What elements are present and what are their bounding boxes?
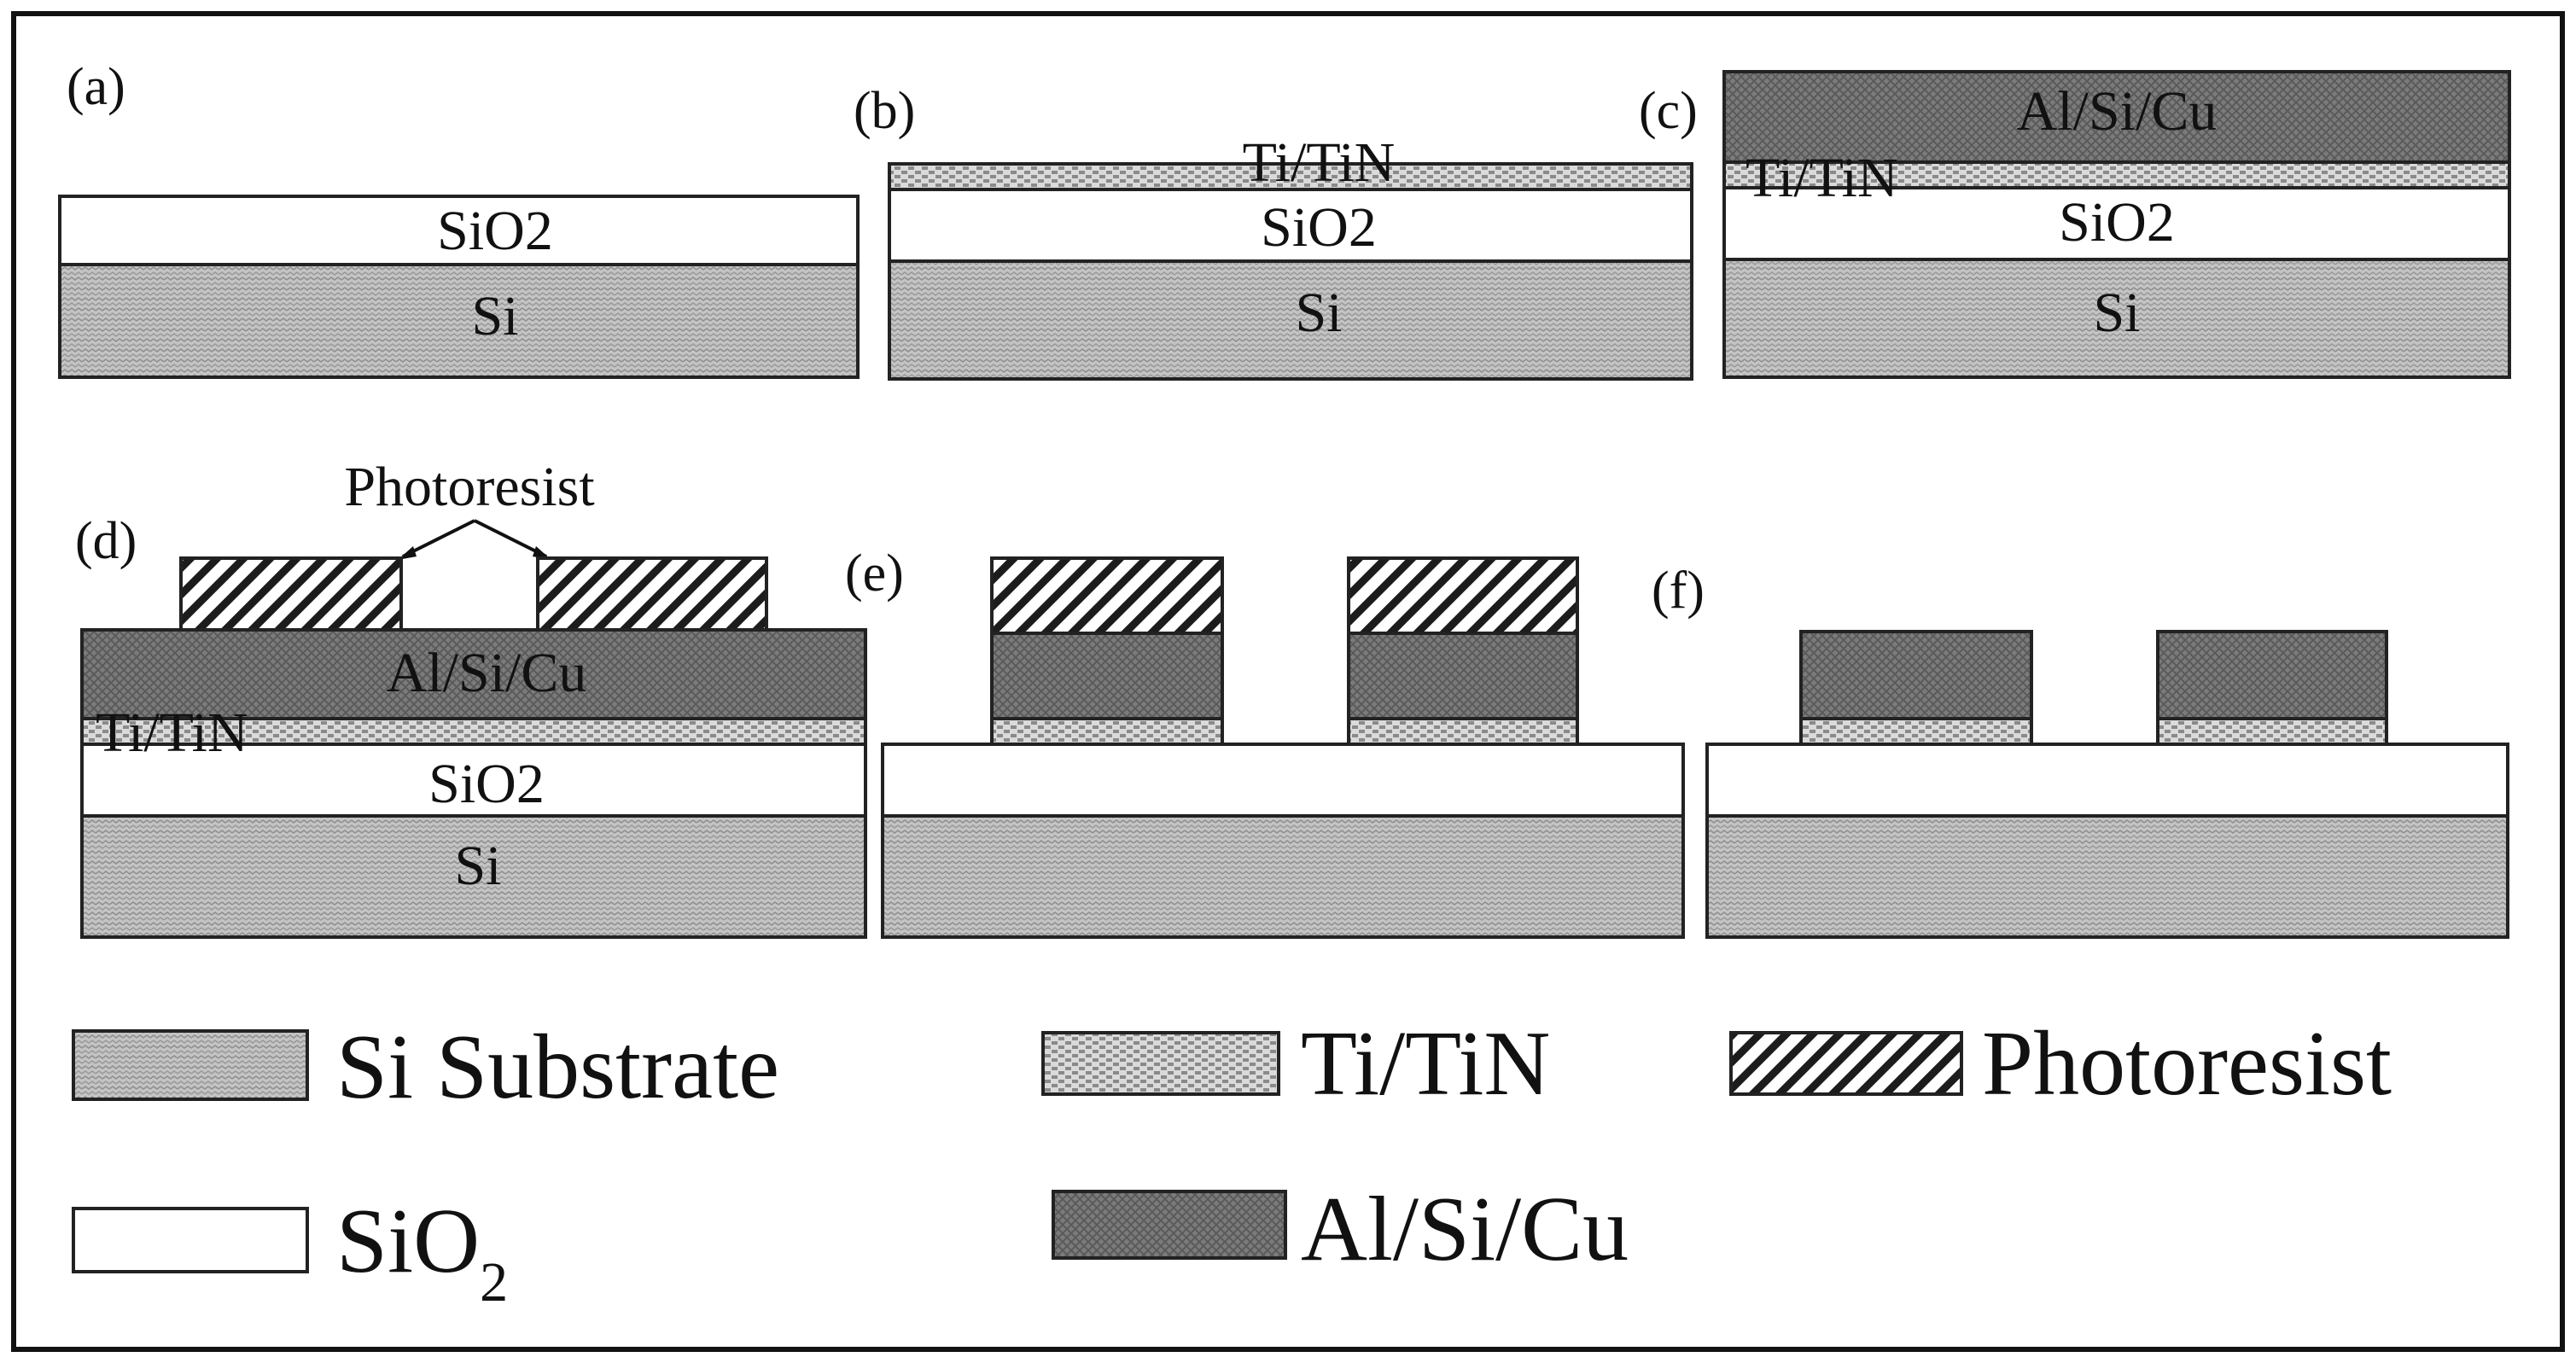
panel-d-titin-label: Ti/TiN <box>96 702 248 764</box>
panel-e-photoresist-left <box>990 556 1224 635</box>
panel-a-sio2-label: SiO2 <box>437 200 553 262</box>
panel-c: (c) Al/Si/Cu Ti/TiN SiO2 Si <box>1639 70 2511 379</box>
legend-item-titin: Ti/TiN <box>1041 1013 1550 1115</box>
panel-a-sio2-layer <box>58 195 860 266</box>
panel-a: (a) SiO2 Si <box>58 58 860 379</box>
photoresist-arrow-left <box>402 519 475 558</box>
panel-d: (d) Photoresist Al/Si/Cu Ti/TiN SiO2 Si <box>75 456 867 939</box>
panel-b-sio2-label: SiO2 <box>1261 196 1377 259</box>
legend-label-sio2-main: SiO <box>336 1191 480 1292</box>
legend-label-titin: Ti/TiN <box>1301 1013 1550 1115</box>
panel-b: (b) Ti/TiN SiO2 Si <box>854 82 1693 381</box>
panel-d-sio2-layer <box>80 743 867 818</box>
legend-swatch-photoresist <box>1729 1031 1963 1096</box>
legend: Si Substrate Ti/TiN Photoresist SiO2 Al/… <box>72 1013 2392 1313</box>
legend-item-si-substrate: Si Substrate <box>72 1016 779 1118</box>
panel-f-sio2-layer <box>1705 743 2509 818</box>
panel-c-alsicu-label: Al/Si/Cu <box>2017 80 2218 143</box>
panel-a-si-label: Si <box>471 285 518 347</box>
panel-d-photoresist-left <box>179 556 403 632</box>
legend-label-sio2-subscript: 2 <box>480 1251 508 1313</box>
panel-a-label: (a) <box>67 58 125 116</box>
panel-c-si-layer <box>1722 258 2511 379</box>
legend-label-si-substrate: Si Substrate <box>336 1016 779 1118</box>
panel-d-photoresist-label: Photoresist <box>344 456 594 518</box>
panel-e-photoresist-right <box>1347 556 1579 635</box>
legend-label-photoresist: Photoresist <box>1982 1013 2392 1115</box>
legend-swatch-si <box>72 1029 309 1101</box>
legend-swatch-alsicu <box>1052 1190 1287 1260</box>
panel-e-sio2-layer <box>881 743 1685 818</box>
legend-swatch-sio2 <box>72 1207 309 1273</box>
panel-d-label: (d) <box>75 512 137 570</box>
panel-c-si-label: Si <box>2093 282 2140 344</box>
panel-f-titin-left <box>1799 717 2033 746</box>
legend-label-sio2: SiO2 <box>336 1191 508 1313</box>
panel-c-sio2-label: SiO2 <box>2059 191 2175 253</box>
panel-b-titin-label: Ti/TiN <box>1243 131 1396 194</box>
panel-d-si-label: Si <box>454 835 501 897</box>
panel-d-photoresist-right <box>536 556 768 632</box>
panel-f-titin-right <box>2156 717 2388 746</box>
legend-label-alsicu: Al/Si/Cu <box>1301 1179 1629 1280</box>
panel-d-alsicu-label: Al/Si/Cu <box>387 642 587 704</box>
panel-e: (e) <box>845 545 1685 939</box>
panel-d-si-layer <box>80 814 867 939</box>
panel-c-label: (c) <box>1639 82 1698 140</box>
panel-d-sio2-label: SiO2 <box>428 753 545 815</box>
legend-item-alsicu: Al/Si/Cu <box>1052 1179 1629 1280</box>
panel-b-label: (b) <box>854 82 915 140</box>
panel-e-label: (e) <box>845 545 904 603</box>
panel-f-si-layer <box>1705 814 2509 939</box>
legend-item-photoresist: Photoresist <box>1729 1013 2392 1115</box>
legend-swatch-titin <box>1041 1031 1280 1096</box>
panel-e-alsicu-left <box>990 632 1224 720</box>
panel-c-titin-label: Ti/TiN <box>1746 147 1898 209</box>
panel-e-titin-right <box>1347 717 1579 746</box>
panel-c-alsicu-layer <box>1722 70 2511 164</box>
panel-f-label: (f) <box>1652 562 1705 620</box>
panel-b-si-layer <box>888 259 1693 381</box>
photoresist-arrow-right <box>474 519 547 558</box>
panel-d-alsicu-layer <box>80 628 867 720</box>
panel-e-titin-left <box>990 717 1224 746</box>
panel-a-si-layer <box>58 263 860 379</box>
panel-e-si-layer <box>881 814 1685 939</box>
panel-b-si-label: Si <box>1295 282 1342 344</box>
panel-f-alsicu-right <box>2156 630 2388 720</box>
legend-item-sio2: SiO2 <box>72 1191 508 1313</box>
panel-e-alsicu-right <box>1347 632 1579 720</box>
panel-b-titin-layer <box>888 162 1693 191</box>
panel-f: (f) <box>1652 562 2509 939</box>
panel-f-alsicu-left <box>1799 630 2033 720</box>
